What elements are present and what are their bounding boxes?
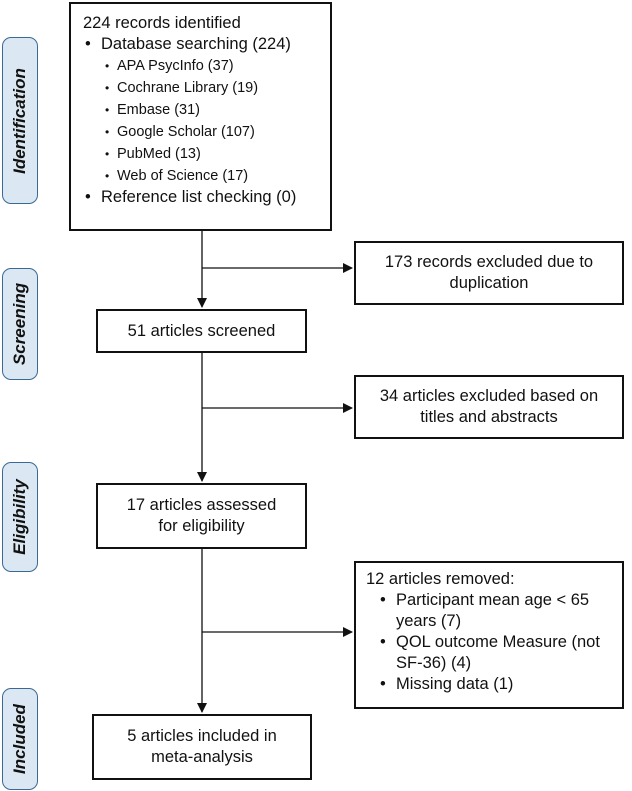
- excluded-titles-box: 34 articles excluded based on titles and…: [354, 375, 624, 439]
- removed-title: 12 articles removed:: [366, 570, 515, 588]
- assessed-line2: for eligibility: [158, 517, 245, 535]
- removed-reasons-list: Participant mean age < 65 years (7) QOL …: [366, 590, 614, 695]
- assessed-line1: 17 articles assessed: [126, 496, 277, 514]
- removed-reason-item: QOL outcome Measure (not SF-36) (4): [366, 632, 614, 674]
- source-item: Web of Science (17): [83, 165, 322, 187]
- excluded-duplication-line2: duplication: [449, 274, 529, 292]
- included-box: 5 articles included in meta-analysis: [92, 714, 312, 780]
- excluded-titles-line2: titles and abstracts: [420, 408, 558, 426]
- removed-reason-item: Participant mean age < 65 years (7): [366, 590, 614, 632]
- included-line2: meta-analysis: [151, 748, 253, 766]
- screened-text: 51 articles screened: [127, 321, 276, 340]
- stage-included: Included: [2, 688, 38, 790]
- source-item: Cochrane Library (19): [83, 77, 322, 99]
- stage-identification: Identification: [2, 37, 38, 204]
- removed-reason-item: Missing data (1): [366, 674, 614, 695]
- source-item: Google Scholar (107): [83, 121, 322, 143]
- records-identified-box: 224 records identified Database searchin…: [69, 2, 332, 231]
- screened-box: 51 articles screened: [96, 309, 307, 353]
- removed-box: 12 articles removed: Participant mean ag…: [354, 561, 624, 709]
- stage-eligibility: Eligibility: [2, 462, 38, 572]
- excluded-titles-line1: 34 articles excluded based on: [379, 387, 599, 405]
- reference-list-item: Reference list checking (0): [83, 187, 322, 208]
- stage-screening: Screening: [2, 268, 38, 380]
- source-item: APA PsycInfo (37): [83, 55, 322, 77]
- excluded-duplication-line1: 173 records excluded due to: [384, 253, 594, 271]
- included-line1: 5 articles included in: [127, 727, 277, 745]
- database-searching-item: Database searching (224): [83, 34, 322, 55]
- records-identified-title: 224 records identified: [83, 14, 241, 32]
- assessed-box: 17 articles assessed for eligibility: [96, 483, 307, 549]
- database-sources-list: APA PsycInfo (37) Cochrane Library (19) …: [83, 55, 322, 187]
- excluded-duplication-box: 173 records excluded due to duplication: [354, 241, 624, 305]
- source-item: Embase (31): [83, 99, 322, 121]
- source-item: PubMed (13): [83, 143, 322, 165]
